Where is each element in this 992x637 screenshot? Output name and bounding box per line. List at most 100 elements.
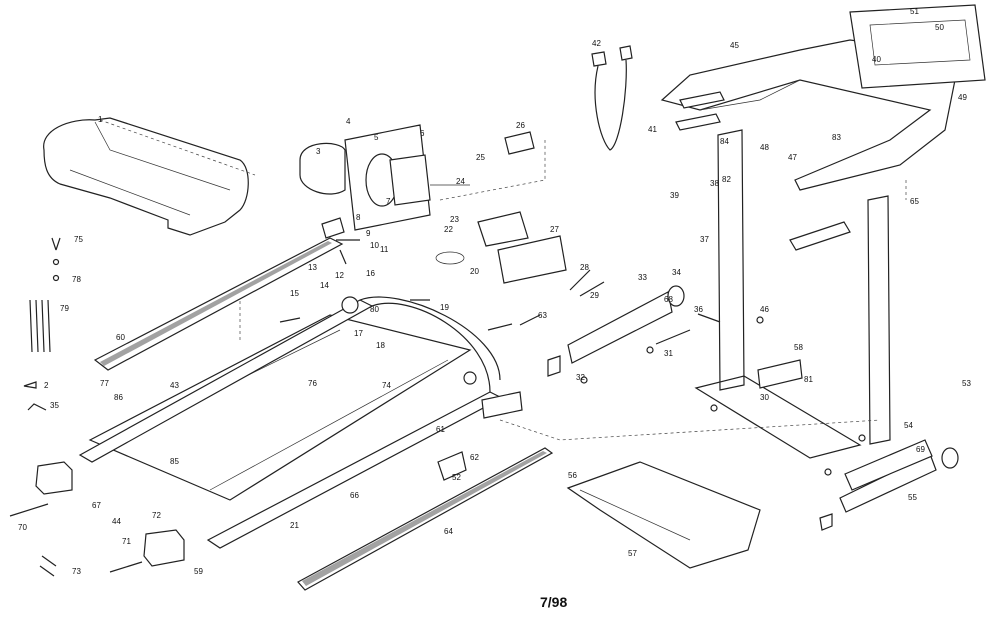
controller-board: [435, 131, 567, 284]
left-side-rail: [93, 237, 344, 371]
part-callout-47: 47: [788, 153, 797, 162]
diagram-date-code: 7/98: [540, 594, 567, 610]
part-callout-25: 25: [476, 153, 485, 162]
part-callout-14: 14: [320, 281, 329, 290]
part-callout-81: 81: [804, 375, 813, 384]
part-callout-4: 4: [346, 117, 351, 126]
upright-posts: [694, 129, 891, 459]
part-callout-78: 78: [72, 275, 81, 284]
part-callout-41: 41: [648, 125, 657, 134]
part-callout-48: 48: [760, 143, 769, 152]
part-callout-18: 18: [376, 341, 385, 350]
part-callout-31: 31: [664, 349, 673, 358]
part-callout-15: 15: [290, 289, 299, 298]
part-callout-7: 7: [386, 197, 391, 206]
part-callout-66: 66: [350, 491, 359, 500]
part-callout-3: 3: [316, 147, 321, 156]
part-callout-45: 45: [730, 41, 739, 50]
right-side-rail: [297, 447, 554, 591]
part-callout-56: 56: [568, 471, 577, 480]
part-callout-10: 10: [370, 241, 379, 250]
part-callout-86: 86: [114, 393, 123, 402]
part-callout-12: 12: [335, 271, 344, 280]
part-callout-51: 51: [910, 7, 919, 16]
part-callout-74: 74: [382, 381, 391, 390]
part-callout-68: 68: [664, 295, 673, 304]
part-callout-1: 1: [98, 115, 103, 124]
part-callout-82: 82: [722, 175, 731, 184]
part-callout-42: 42: [592, 39, 601, 48]
part-callout-64: 64: [444, 527, 453, 536]
part-callout-50: 50: [935, 23, 944, 32]
part-callout-21: 21: [290, 521, 299, 530]
belt-tray: [566, 461, 761, 569]
part-callout-55: 55: [908, 493, 917, 502]
fasteners: [279, 239, 866, 531]
part-callout-40: 40: [872, 55, 881, 64]
part-callout-85: 85: [170, 457, 179, 466]
part-callout-32: 32: [576, 373, 585, 382]
motor-hood: [43, 117, 256, 236]
part-callout-29: 29: [590, 291, 599, 300]
part-callout-28: 28: [580, 263, 589, 272]
part-callout-34: 34: [672, 268, 681, 277]
part-callout-8: 8: [356, 213, 361, 222]
part-callout-35: 35: [50, 401, 59, 410]
part-callout-9: 9: [366, 229, 371, 238]
part-callout-80: 80: [370, 305, 379, 314]
part-callout-76: 76: [308, 379, 317, 388]
part-callout-59: 59: [194, 567, 203, 576]
part-callout-54: 54: [904, 421, 913, 430]
part-callout-70: 70: [18, 523, 27, 532]
part-callout-20: 20: [470, 267, 479, 276]
part-callout-19: 19: [440, 303, 449, 312]
part-callout-2: 2: [44, 381, 49, 390]
part-callout-37: 37: [700, 235, 709, 244]
part-callout-22: 22: [444, 225, 453, 234]
part-callout-26: 26: [516, 121, 525, 130]
part-callout-73: 73: [72, 567, 81, 576]
part-callout-6: 6: [420, 129, 425, 138]
cable-routes: [239, 180, 907, 441]
part-callout-72: 72: [152, 511, 161, 520]
part-callout-53: 53: [962, 379, 971, 388]
misc-parts: [321, 45, 851, 481]
part-callout-33: 33: [638, 273, 647, 282]
part-callout-43: 43: [170, 381, 179, 390]
part-callout-39: 39: [670, 191, 679, 200]
part-callout-65: 65: [910, 197, 919, 206]
part-callout-24: 24: [456, 177, 465, 186]
part-callout-67: 67: [92, 501, 101, 510]
part-callout-57: 57: [628, 549, 637, 558]
part-callout-49: 49: [958, 93, 967, 102]
part-callout-61: 61: [436, 425, 445, 434]
frame-rails: [78, 296, 504, 549]
part-callout-79: 79: [60, 304, 69, 313]
part-callout-83: 83: [832, 133, 841, 142]
part-callout-38: 38: [710, 179, 719, 188]
part-callout-16: 16: [366, 269, 375, 278]
part-callout-60: 60: [116, 333, 125, 342]
part-callout-52: 52: [452, 473, 461, 482]
part-callout-71: 71: [122, 537, 131, 546]
drive-motor: [299, 124, 470, 231]
part-callout-46: 46: [760, 305, 769, 314]
part-callout-58: 58: [794, 343, 803, 352]
part-callout-36: 36: [694, 305, 703, 314]
part-callout-17: 17: [354, 329, 363, 338]
part-callout-69: 69: [916, 445, 925, 454]
part-callout-13: 13: [308, 263, 317, 272]
part-callout-5: 5: [374, 133, 379, 142]
crossbars: [567, 285, 959, 513]
part-callout-84: 84: [720, 137, 729, 146]
part-callout-62: 62: [470, 453, 479, 462]
part-callout-77: 77: [100, 379, 109, 388]
part-callout-44: 44: [112, 517, 121, 526]
part-callout-63: 63: [538, 311, 547, 320]
part-callout-75: 75: [74, 235, 83, 244]
part-callout-23: 23: [450, 215, 459, 224]
part-callout-11: 11: [380, 245, 389, 254]
small-hardware-left: [9, 237, 185, 577]
